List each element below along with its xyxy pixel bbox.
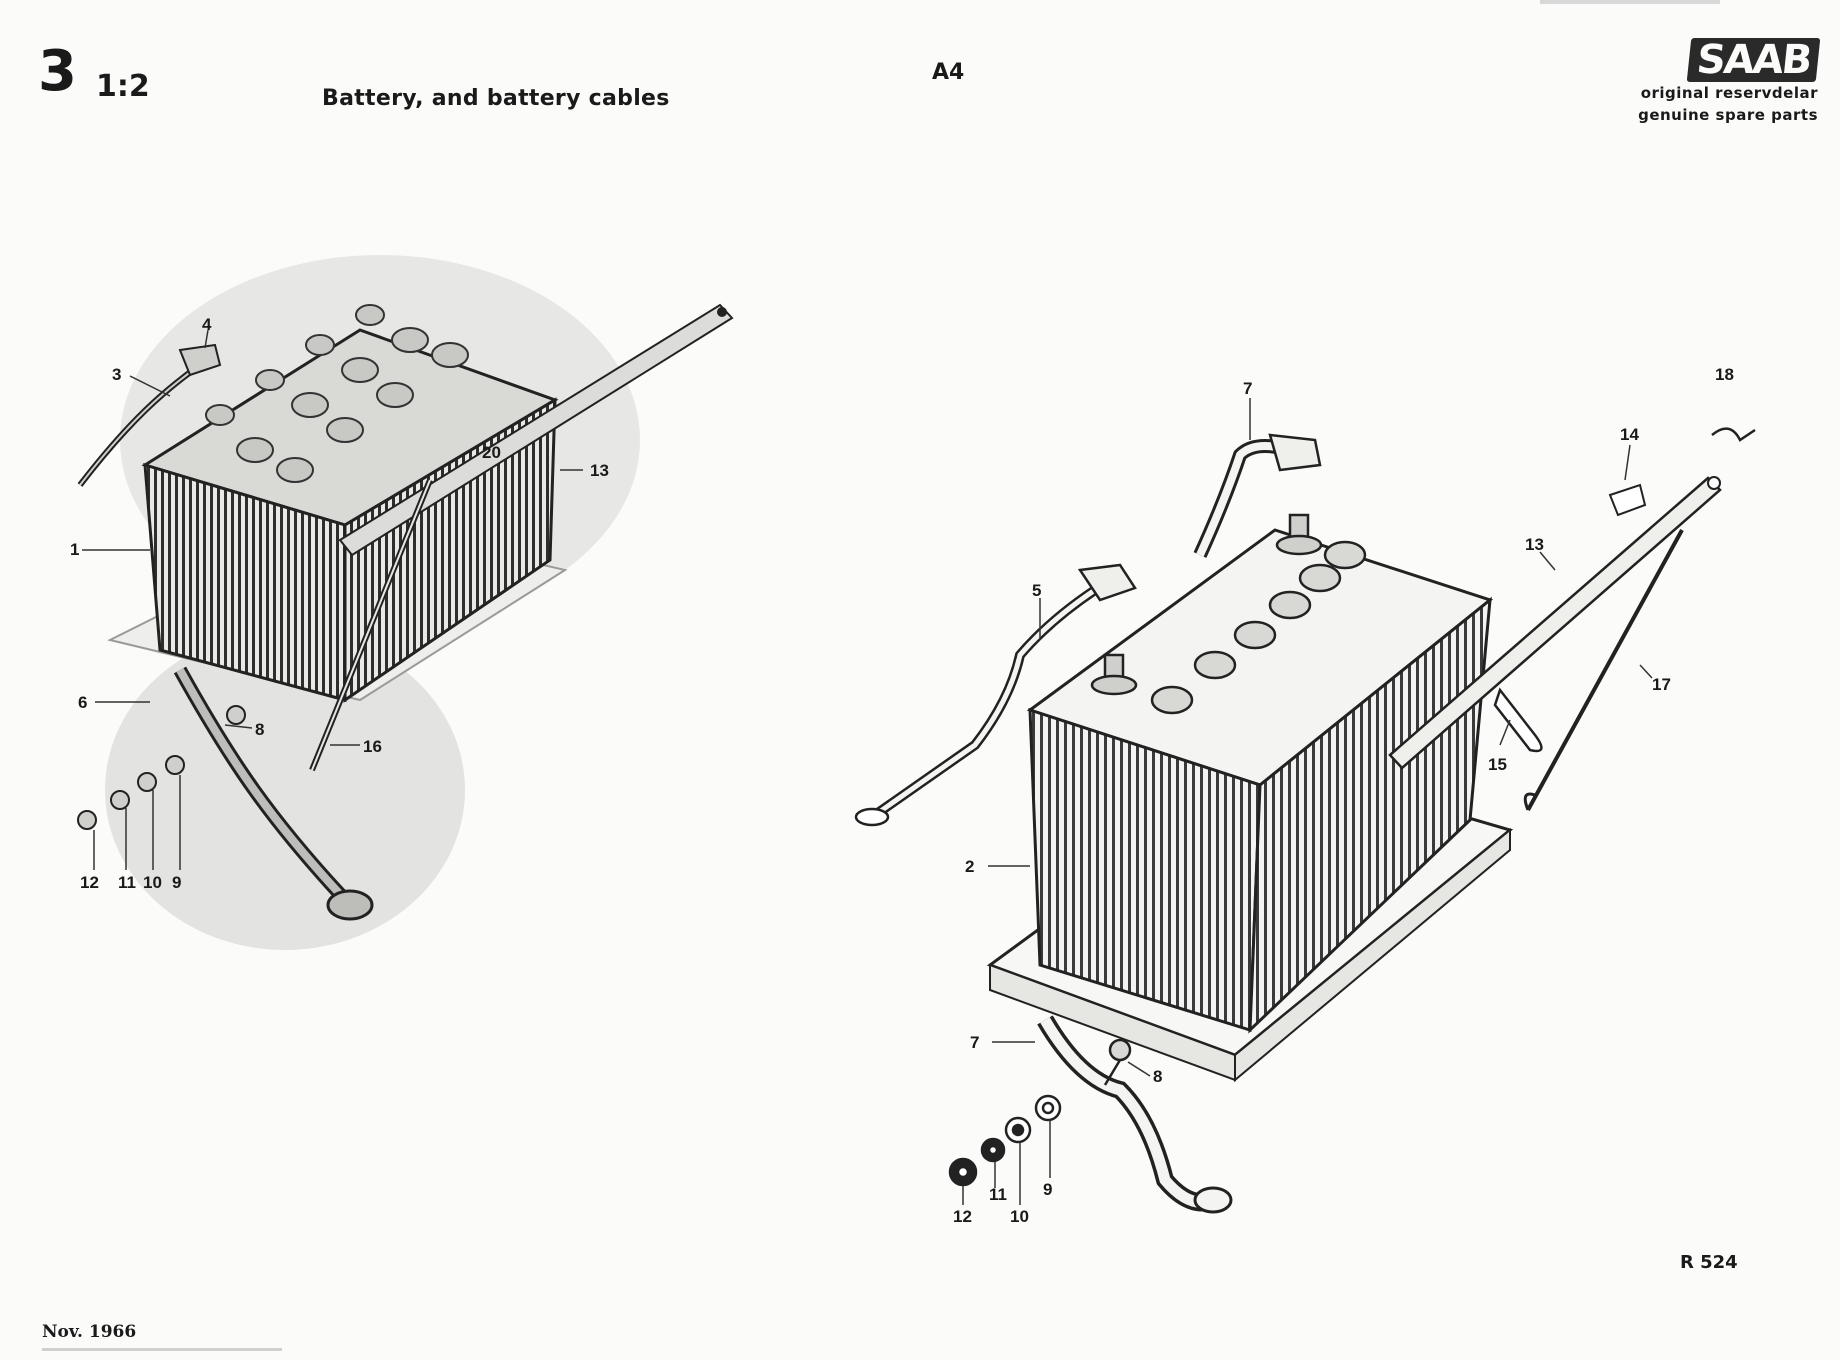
right-battery-view	[854, 398, 1756, 1214]
callout-5: 5	[1032, 581, 1041, 600]
callout-9: 9	[1043, 1180, 1052, 1199]
drawing-reference: R 524	[1680, 1252, 1738, 1273]
right-callouts: 2 5 7 7 8 9 10 11 12 13 14 15 17 18	[953, 365, 1734, 1226]
header-faint-line	[1540, 0, 1720, 4]
callout-10: 10	[143, 873, 162, 892]
left-battery-view	[77, 255, 734, 950]
callout-10: 10	[1010, 1207, 1029, 1226]
callout-8: 8	[255, 720, 264, 739]
callout-13: 13	[1525, 535, 1544, 554]
callout-12: 12	[953, 1207, 972, 1226]
brand-tagline-en: genuine spare parts	[1638, 106, 1818, 124]
callout-3: 3	[112, 365, 121, 384]
callout-11: 11	[118, 873, 136, 892]
callout-7-top: 7	[1243, 379, 1252, 398]
brand-tagline-sv: original reservdelar	[1640, 84, 1818, 102]
callout-18: 18	[1715, 365, 1734, 384]
callout-13: 13	[590, 461, 609, 480]
issue-date: Nov. 1966	[42, 1322, 137, 1342]
callout-2: 2	[965, 857, 974, 876]
callout-1: 1	[70, 540, 79, 559]
sheet-code: A4	[932, 60, 965, 85]
footer-faint-line	[42, 1348, 282, 1351]
callout-15: 15	[1488, 755, 1507, 774]
callout-14: 14	[1620, 425, 1639, 444]
callout-11: 11	[989, 1185, 1007, 1204]
scale-label: 1:2	[96, 69, 150, 104]
section-number: 3	[38, 39, 77, 104]
callout-9: 9	[172, 873, 181, 892]
callout-20: 20	[482, 443, 501, 462]
callout-17: 17	[1652, 675, 1671, 694]
brand-block: SAAB original reservdelar genuine spare …	[1638, 37, 1821, 126]
callout-6: 6	[78, 693, 87, 712]
callout-7-bottom: 7	[970, 1033, 979, 1052]
callout-16: 16	[363, 737, 382, 756]
page-title: Battery, and battery cables	[322, 86, 670, 111]
callout-8: 8	[1153, 1067, 1162, 1086]
callout-4: 4	[202, 315, 212, 334]
callout-12: 12	[80, 873, 99, 892]
left-callouts: 1 3 4 6 8 9 10 11 12 13 16 20	[70, 315, 609, 892]
